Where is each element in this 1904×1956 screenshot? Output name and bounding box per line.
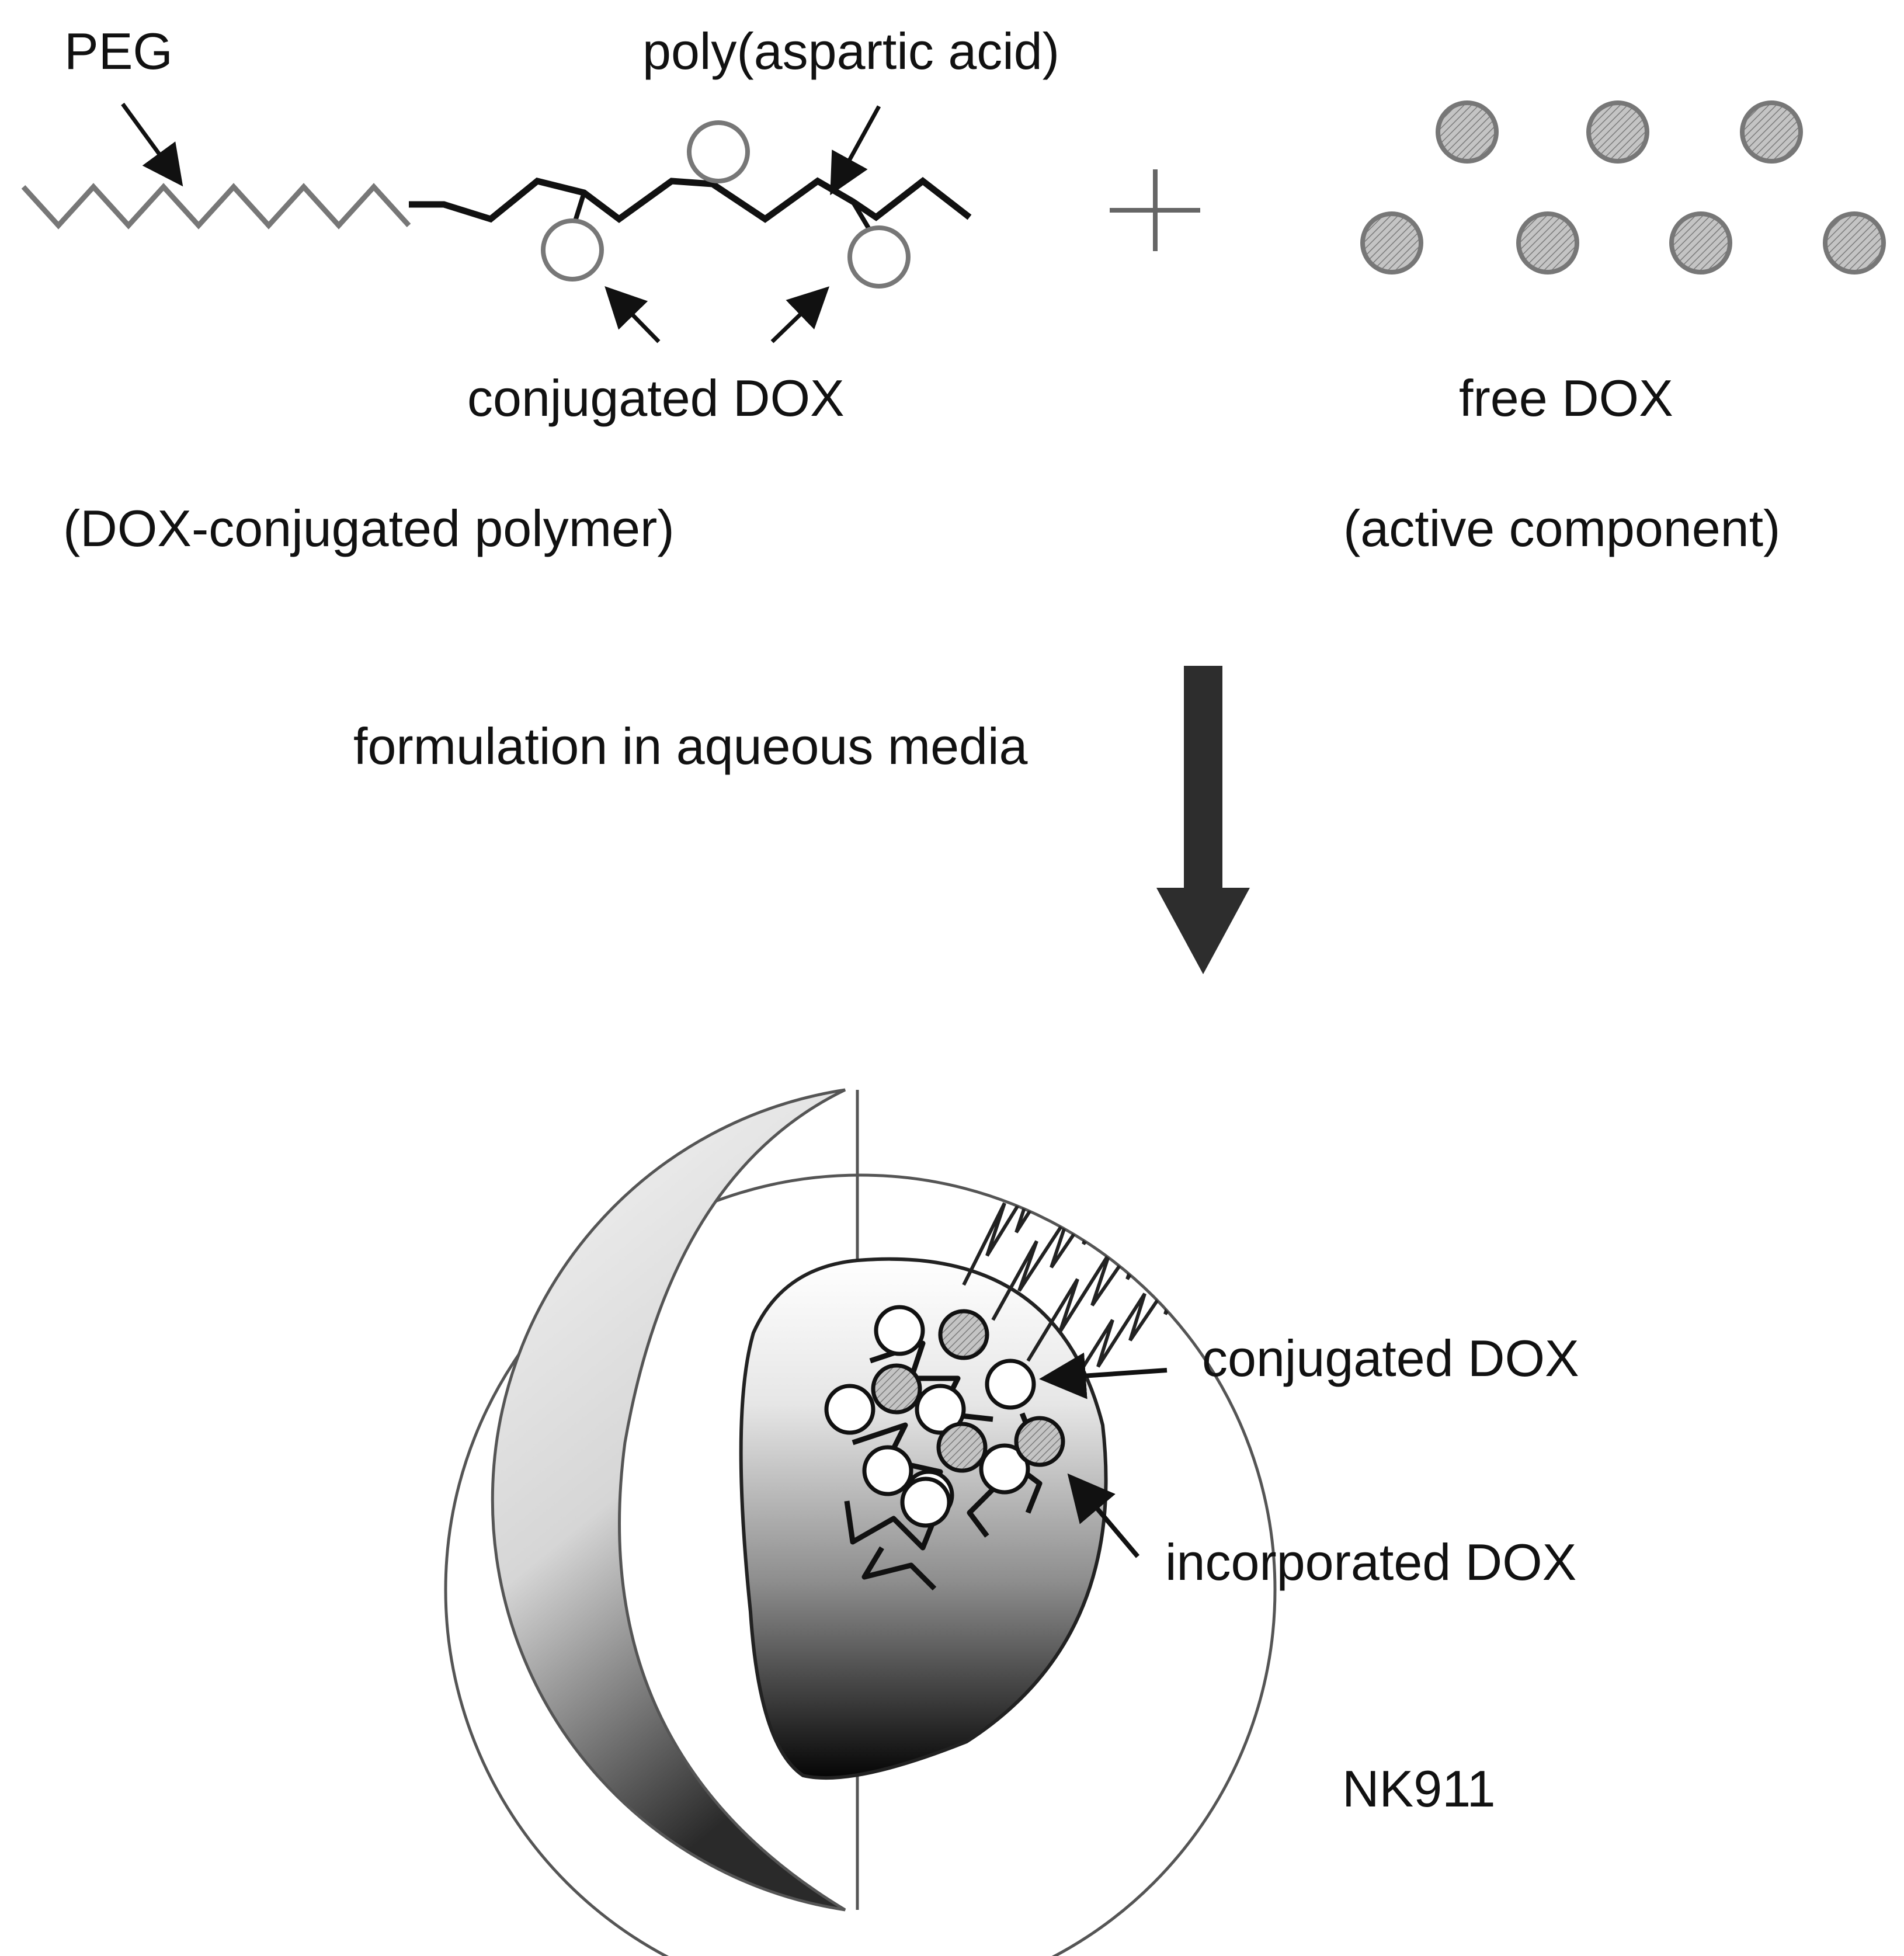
backbone-arrow	[830, 105, 881, 196]
backbone-label: poly(aspartic acid)	[642, 22, 1059, 80]
conjugated-dox-circle	[541, 218, 604, 282]
micelle-name: NK911	[1342, 1760, 1496, 1818]
free-dox-particle	[1360, 211, 1423, 275]
free-dox-label: free DOX	[1459, 369, 1673, 427]
peg-arrow	[121, 102, 183, 187]
conjugated-dox-arrow-left	[604, 286, 661, 343]
conjugated-dox-circle	[847, 225, 911, 289]
micelle-conjugated-dox	[824, 1305, 1036, 1528]
micelle-incorporated-arrow	[1067, 1473, 1140, 1558]
nk911-micelle	[444, 1088, 1277, 1956]
free-dox-particle	[1823, 211, 1886, 275]
polymer-caption: (DOX-conjugated polymer)	[63, 499, 675, 557]
free-dox-particle	[1436, 100, 1499, 164]
micelle-incorporated-dox	[871, 1309, 1065, 1473]
conjugated-dox-circle	[687, 120, 750, 183]
plus-icon	[1110, 169, 1200, 251]
free-dox-particle	[1740, 100, 1803, 164]
process-label: formulation in aqueous media	[353, 717, 1028, 775]
conjugated-dox-label: conjugated DOX	[467, 369, 845, 427]
conjugated-dox-arrow-right	[770, 286, 830, 343]
micelle-incorporated-label: incorporated DOX	[1165, 1533, 1576, 1591]
free-caption: (active component)	[1343, 499, 1780, 557]
micelle-conjugated-arrow	[1039, 1352, 1168, 1399]
free-dox-particle	[1516, 211, 1579, 275]
free-dox-particle	[1669, 211, 1732, 275]
peg-chain	[21, 183, 411, 230]
down-arrow-icon	[1156, 666, 1250, 974]
free-dox-particle	[1586, 100, 1649, 164]
micelle-conjugated-label: conjugated DOX	[1202, 1329, 1579, 1387]
poly-aspartic-acid-backbone	[409, 169, 972, 231]
peg-label: PEG	[64, 22, 173, 80]
